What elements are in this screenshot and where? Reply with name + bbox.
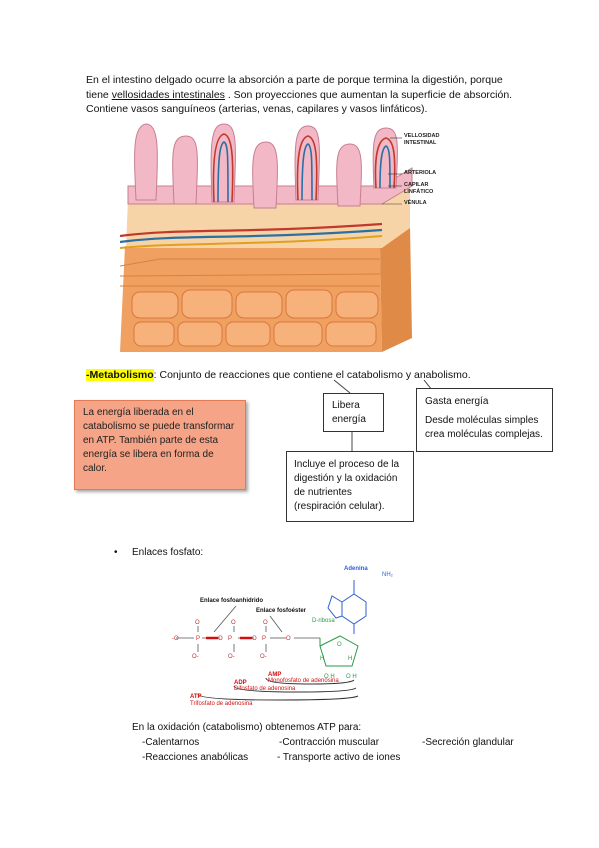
svg-text:O: O: [263, 620, 268, 626]
label-capilar: CAPILAR: [404, 182, 428, 188]
label-intestinal: INTESTINAL: [404, 140, 437, 146]
adenine-rings: [327, 580, 367, 634]
gasta-title: Gasta energía: [425, 396, 489, 407]
label-atp: ATP: [190, 694, 202, 700]
intro-line-1: En el intestino delgado ocurre la absorc…: [86, 74, 503, 86]
metabolism-text: : Conjunto de reacciones que contiene el…: [153, 369, 471, 381]
label-adenina: Adenina: [344, 566, 368, 572]
svg-text:O H: O H: [346, 674, 357, 680]
label-amp-sub: Monofosfato de adenosina: [268, 678, 339, 684]
svg-text:O: O: [286, 636, 291, 642]
label-enlace-ester: Enlace fosfoéster: [256, 608, 307, 614]
bullet-text: Enlaces fosfato:: [132, 547, 204, 558]
use-secrecion: -Secreción glandular: [422, 737, 514, 748]
incluye-line-3: de nutrientes: [294, 487, 352, 498]
incluye-line-4: (respiración celular).: [294, 501, 385, 512]
label-leaders: [382, 137, 402, 205]
villus-vessels: [120, 133, 396, 249]
gasta-line-2: crea moléculas complejas.: [425, 429, 543, 440]
gasta-line-1: Desde moléculas simples: [425, 415, 539, 426]
label-amp: AMP: [268, 672, 281, 678]
intro-paragraph: En el intestino delgado ocurre la absorc…: [86, 73, 512, 117]
svg-text:P: P: [228, 636, 232, 642]
svg-text:O H: O H: [324, 674, 335, 680]
svg-text:O: O: [252, 636, 257, 642]
svg-text:O-: O-: [260, 654, 267, 660]
label-venula: VÉNULA: [404, 198, 427, 206]
libera-line-2: energía: [332, 414, 366, 425]
svg-text:H: H: [348, 656, 352, 662]
villi-term: vellosidades intestinales: [111, 88, 225, 101]
svg-text:O-: O-: [192, 654, 199, 660]
metabolism-term: -Metabolismo: [86, 369, 154, 381]
label-adp: ADP: [234, 680, 247, 686]
svg-text:O: O: [195, 620, 200, 626]
label-atp-sub: Trifosfato de adenosina: [190, 701, 253, 707]
atp-uses-intro: En la oxidación (catabolismo) obtenemos …: [132, 722, 362, 733]
intestinal-villi-illustration: VELLOSIDAD INTESTINAL ARTERIOLA CAPILAR …: [120, 123, 439, 352]
bullet-symbol: •: [114, 547, 118, 558]
libera-energia-box: Libera energía: [323, 393, 384, 432]
svg-text:O: O: [337, 642, 342, 648]
label-nh2: NH₂: [382, 572, 394, 578]
label-arteriola: ARTERIOLA: [404, 170, 436, 176]
intro-line-2-post: . Son proyecciones que aumentan la super…: [224, 88, 513, 101]
svg-text:O-: O-: [228, 654, 235, 660]
ribose-ring: [319, 635, 359, 667]
intro-line-3: Contiene vasos sanguíneos (arterias, ven…: [86, 103, 428, 115]
use-contraccion: -Contracción muscular: [279, 737, 380, 748]
libera-line-1: Libera: [332, 400, 360, 411]
intro-line-2: tiene vellosidades intestinales . Son pr…: [86, 88, 512, 103]
svg-text:P: P: [262, 636, 266, 642]
energy-callout: La energía liberada en el catabolismo se…: [74, 400, 246, 490]
svg-text:P: P: [196, 636, 200, 642]
brackets: [197, 677, 359, 701]
label-ribosa: D-ribosa: [312, 618, 335, 624]
gasta-energia-box: Gasta energía Desde moléculas simples cr…: [416, 388, 553, 452]
label-adp-sub: Difosfato de adenosina: [234, 686, 296, 692]
use-calentarnos: -Calentarnos: [142, 737, 200, 748]
intro-line-2-pre: tiene: [86, 88, 112, 101]
incluye-box: Incluye el proceso de la digestión y la …: [286, 451, 414, 522]
svg-text:H: H: [320, 656, 324, 662]
incluye-line-2: digestión y la oxidación: [294, 473, 398, 484]
svg-text:O: O: [231, 620, 236, 626]
phosphate-atoms: -O P P P O O O O- O- O- O O O: [172, 620, 291, 660]
atp-structure-diagram: -O P P P O O O O- O- O- O O O Enlace fosfoanhidri…: [172, 566, 394, 707]
muscle-layer: [120, 226, 412, 352]
metabolism-definition: -Metabolismo: Conjunto de reacciones que…: [86, 368, 471, 383]
use-transporte: - Transporte activo de iones: [277, 752, 401, 763]
svg-text:-O: -O: [172, 636, 179, 642]
use-reacciones: -Reacciones anabólicas: [142, 752, 249, 763]
label-linfatico: LINFÁTICO: [404, 188, 434, 195]
label-enlace-anhidrido: Enlace fosfoanhidrido: [200, 598, 263, 604]
svg-text:O: O: [218, 636, 223, 642]
label-vellosidad: VELLOSIDAD: [404, 133, 439, 139]
incluye-line-1: Incluye el proceso de la: [294, 459, 400, 470]
ribose-atoms: O H H O H O H: [320, 642, 357, 680]
